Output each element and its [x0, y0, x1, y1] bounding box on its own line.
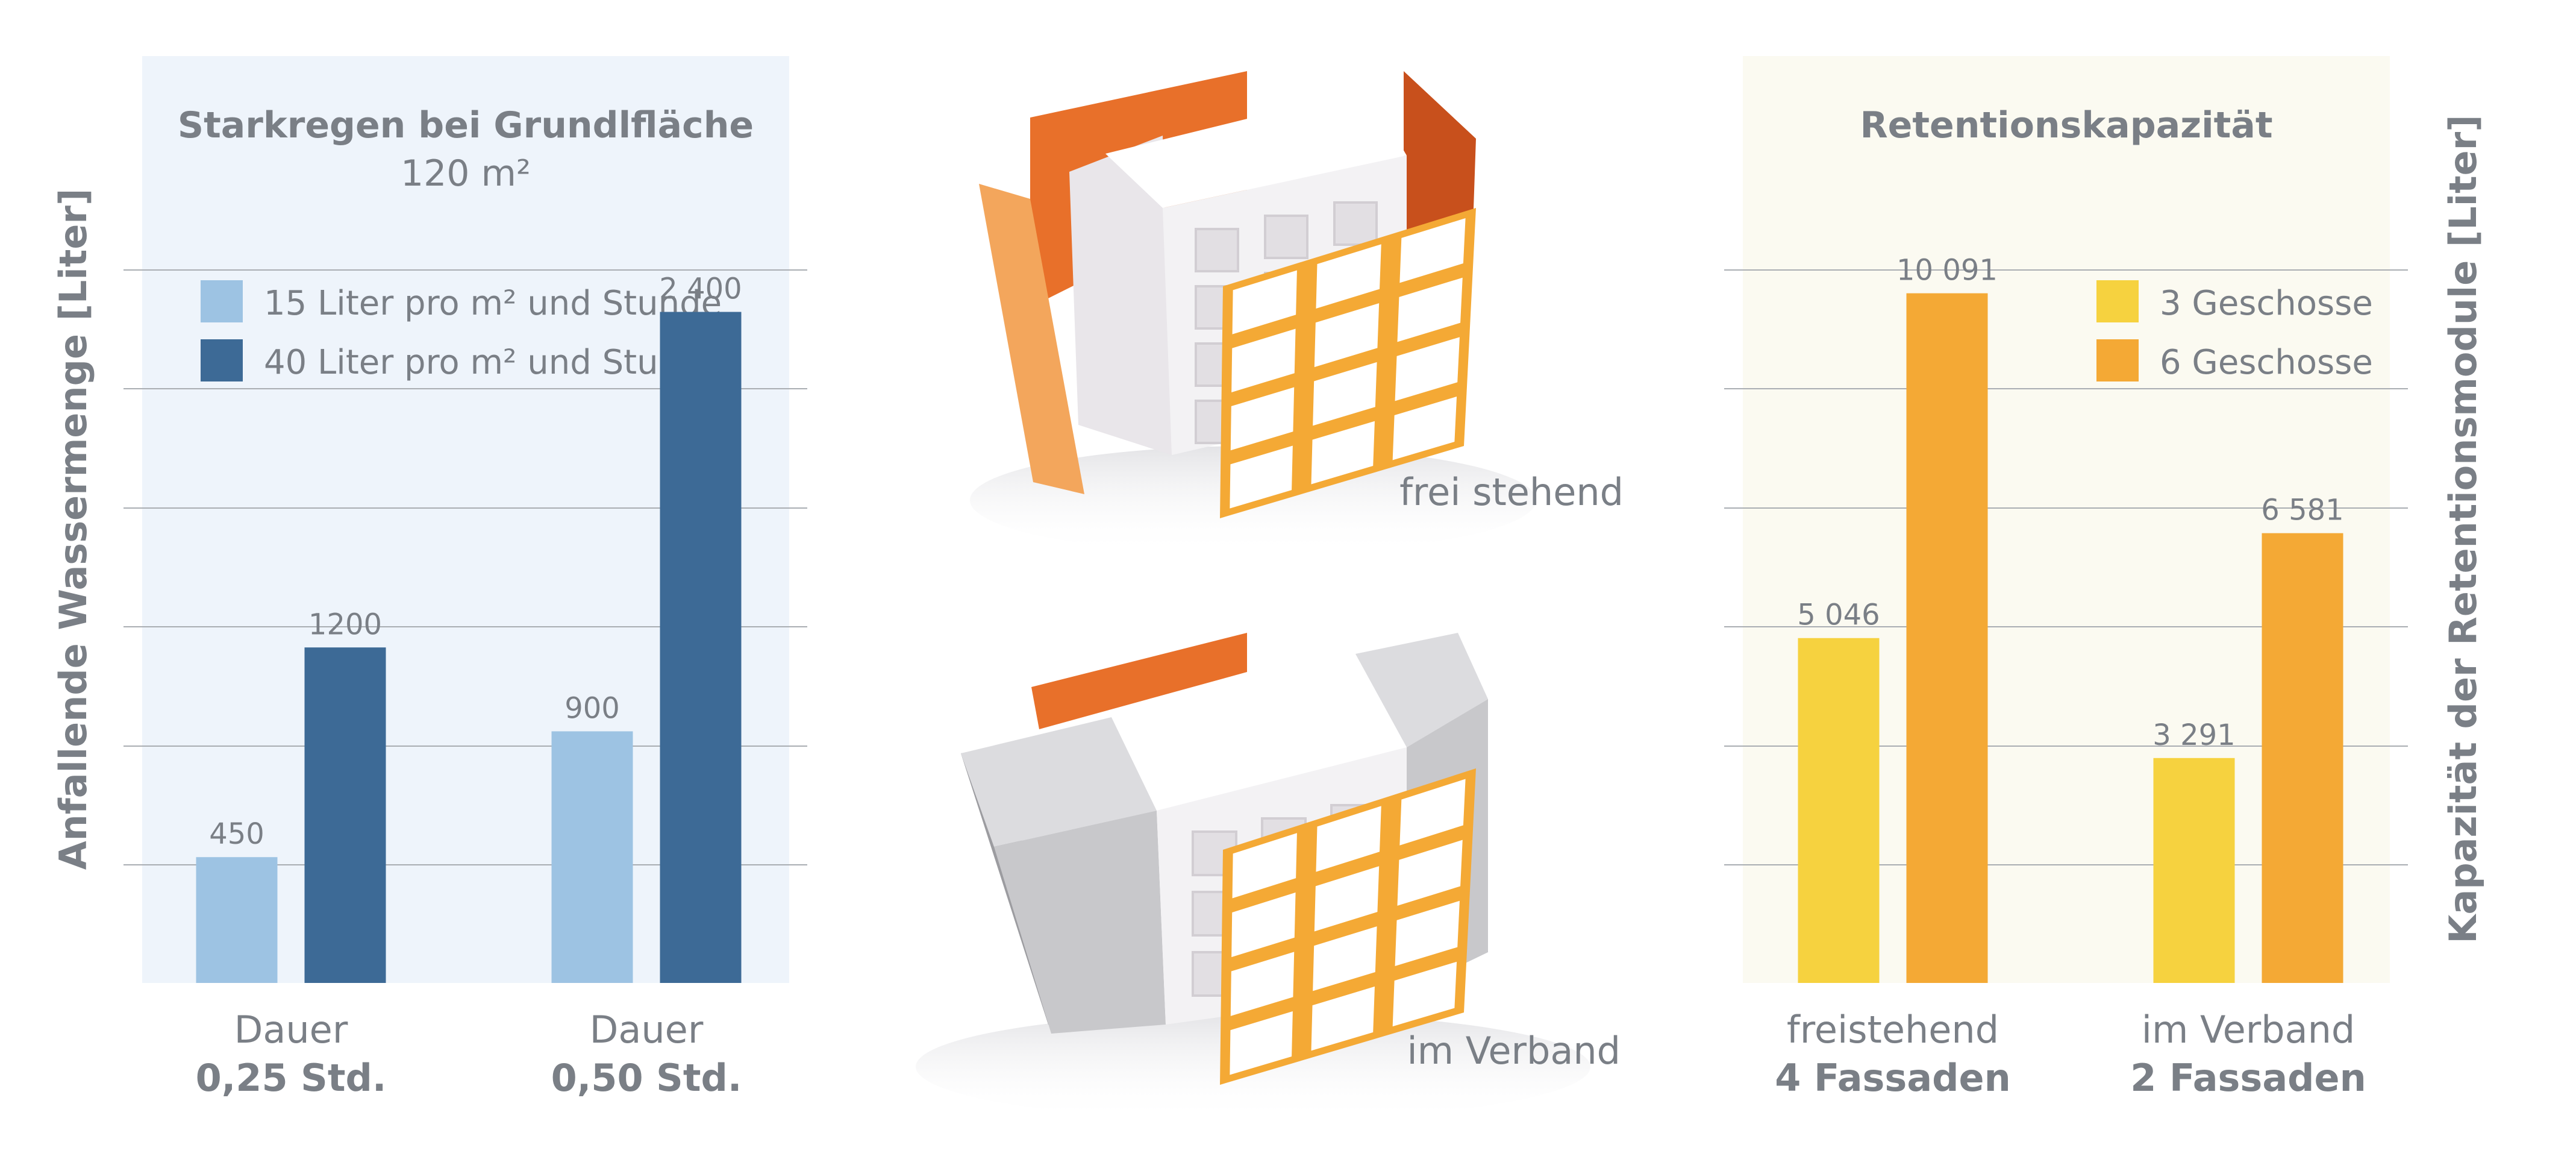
lattice-opening: [1231, 328, 1296, 392]
lattice-opening: [1397, 840, 1463, 906]
left-legend: 15 Liter pro m² und Stunde 40 Liter pro …: [201, 280, 722, 382]
building-illustration-freestanding: frei stehend: [970, 71, 1624, 554]
neighbor-building-left-roof: [961, 717, 1157, 847]
lattice-opening: [1395, 337, 1460, 401]
right-category-1-line1: im Verband: [2142, 1008, 2356, 1052]
lattice-opening: [1392, 961, 1457, 1027]
legend-swatch-orange: [2096, 339, 2139, 381]
left-bar-chart: Starkregen bei Grundlfläche 120 m² 15 Li…: [51, 56, 807, 1100]
building-roof: [1105, 89, 1407, 208]
lattice-opening: [1232, 833, 1297, 899]
lattice-opening: [1392, 396, 1457, 460]
lattice-opening: [1397, 277, 1463, 342]
bar-value-label: 5 046: [1797, 598, 1880, 632]
lattice-opening: [1230, 445, 1293, 509]
lattice-opening: [1311, 421, 1375, 485]
bar-value-label: 3 291: [2152, 718, 2235, 752]
left-bars: 450 900 1200 2 400: [196, 272, 742, 984]
right-category-0-line1: freistehend: [1787, 1008, 1999, 1052]
lattice-opening: [1314, 303, 1380, 368]
lattice-opening: [1232, 270, 1297, 334]
lattice-opening: [1230, 1011, 1293, 1075]
bar: [304, 647, 386, 983]
caption-im-verband: im Verband: [1407, 1029, 1621, 1073]
front-facade-lattice: [1220, 208, 1476, 518]
left-category-1-line1: Dauer: [590, 1008, 704, 1052]
legend-label-3-geschosse: 3 Geschosse: [2160, 284, 2373, 323]
bar-value-label: 6 581: [2261, 494, 2343, 527]
legend-label-15-liter: 15 Liter pro m² und Stunde: [264, 284, 722, 323]
center-building-roof: [1111, 654, 1407, 811]
left-category-0-line2: 0,25 Std.: [196, 1056, 387, 1100]
right-legend: 3 Geschosse 6 Geschosse: [2096, 280, 2373, 382]
lattice-opening: [1395, 900, 1460, 967]
right-bar-chart: Retentionskapazität 3 Geschosse 6 Gescho…: [1724, 56, 2485, 1100]
lattice-opening: [1316, 806, 1381, 872]
bar: [660, 312, 742, 984]
right-y-axis-label: Kapazität der Retentionsmodule [Liter]: [2441, 115, 2485, 943]
window: [1264, 215, 1308, 259]
bar-value-label: 1200: [308, 607, 382, 641]
legend-swatch-dark-blue: [201, 339, 243, 381]
lattice-opening: [1313, 362, 1377, 426]
right-category-1-line2: 2 Fassaden: [2130, 1056, 2366, 1100]
bar: [2262, 533, 2343, 983]
neighbor-building-left-front: [994, 811, 1166, 1034]
side-facade-panel-left: [979, 184, 1084, 494]
lattice-opening: [1231, 892, 1296, 958]
window: [1195, 228, 1239, 272]
right-category-0-line2: 4 Fassaden: [1775, 1056, 2011, 1100]
legend-label-40-liter: 40 Liter pro m² und Stunde: [264, 343, 722, 382]
legend-swatch-yellow: [2096, 280, 2139, 322]
bar: [551, 731, 633, 983]
bar-value-label: 900: [564, 691, 620, 725]
lattice-opening: [1314, 866, 1380, 932]
building-illustration-attached: im Verband: [916, 633, 1621, 1121]
bar: [2153, 758, 2235, 983]
caption-frei-stehend: frei stehend: [1399, 470, 1624, 514]
left-y-axis-label: Anfallende Wassermenge [Liter]: [51, 189, 95, 870]
right-chart-title: Retentionskapazität: [1860, 104, 2272, 146]
roof-facade-panel: [1031, 633, 1247, 729]
bar: [1798, 638, 1880, 983]
neighbor-building-right-roof: [1355, 633, 1488, 747]
bar: [196, 857, 278, 983]
lattice-opening: [1230, 952, 1295, 1016]
lattice-opening: [1230, 387, 1295, 451]
bar-value-label: 10 091: [1896, 254, 1998, 287]
left-category-1-line2: 0,50 Std.: [551, 1056, 742, 1100]
lattice-opening: [1399, 218, 1466, 283]
front-facade-lattice-attached: [1220, 768, 1476, 1085]
legend-swatch-light-blue: [201, 280, 243, 322]
building-left-face: [1069, 136, 1172, 455]
bar-value-label: 2 400: [659, 272, 742, 306]
legend-label-6-geschosse: 6 Geschosse: [2160, 343, 2373, 382]
lattice-opening: [1313, 926, 1377, 991]
left-chart-subtitle: 120 m²: [401, 152, 531, 195]
bar-value-label: 450: [209, 817, 264, 851]
left-chart-title: Starkregen bei Grundlfläche: [178, 104, 754, 146]
left-category-0-line1: Dauer: [234, 1008, 348, 1052]
window: [1333, 201, 1378, 246]
lattice-opening: [1316, 244, 1381, 309]
right-bars: 5 046 3 291 10 091 6 581: [1797, 254, 2344, 984]
lattice-opening: [1399, 779, 1466, 846]
bar: [1906, 293, 1988, 984]
lattice-opening: [1311, 986, 1375, 1051]
